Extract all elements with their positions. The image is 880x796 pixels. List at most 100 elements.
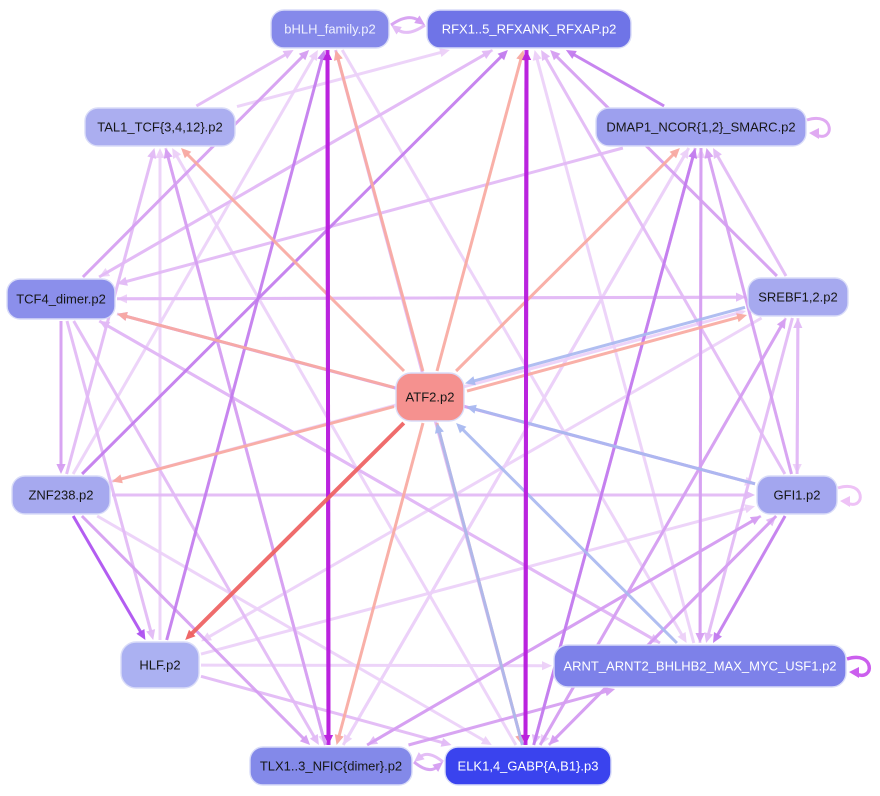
arrowhead-tlx-tal1 [163,148,173,159]
arrowhead-rfx-bhlh [391,25,402,35]
arrowhead-tal1-bhlh [282,50,294,59]
edge-bhlh-tlx[interactable] [325,49,331,738]
edge-tlx-tal1[interactable] [166,155,327,746]
edge-atf2-tlx[interactable] [337,422,425,738]
edge-rfx-bhlh[interactable] [396,23,426,34]
edge-dmap1-tcf4[interactable] [124,146,624,284]
edge-dmap1-arnt[interactable] [698,147,703,636]
edge-znf238-hlf[interactable] [71,515,143,634]
node-shape-srebf[interactable] [747,277,849,317]
edge-gfi1-dmap1[interactable] [707,155,793,475]
node-dmap1[interactable]: DMAP1_NCOR{1,2}_SMARC.p2 [595,107,807,147]
node-layer: bHLH_family.p2 RFX1..5_RFXANK_RFXAP.p2TAL… [6,9,849,786]
edge-gfi1-elk[interactable] [553,514,778,741]
node-tcf4[interactable]: TCF4_dimer.p2 [6,278,116,320]
node-znf238[interactable]: ZNF238.p2 [11,475,111,515]
edge-gfi1-srebf[interactable] [795,325,800,475]
edge-atf2-znf238[interactable] [119,405,395,481]
edge-tcf4-srebf[interactable] [116,295,739,301]
edge-tcf4-bhlh[interactable] [81,54,305,279]
node-shape-tcf4[interactable] [6,278,116,320]
edge-atf2-tcf4[interactable] [124,314,395,389]
self-loop-dmap1[interactable] [806,116,831,138]
edge-gfi1-arnt[interactable] [715,515,787,637]
edge-atf2-bhlh[interactable] [336,57,425,372]
arrowhead-arnt-rfx [532,50,542,61]
edge-atf2-srebf[interactable] [466,315,740,393]
node-shape-znf238[interactable] [11,475,111,515]
edge-bhlh-rfx[interactable] [390,16,420,27]
edge-dmap1-tlx[interactable] [345,147,691,739]
edge-srebf-hlf[interactable] [207,316,763,639]
edge-tal1-bhlh[interactable] [195,52,288,108]
node-tal1[interactable]: TAL1_TCF{3,4,12}.p2 [84,107,236,147]
node-shape-gfi1[interactable] [756,475,838,515]
node-atf2[interactable]: ATF2.p2 [395,372,465,422]
edge-tcf4-hlf[interactable] [65,320,153,633]
node-arnt[interactable]: ARNT_ARNT2_BHLHB2_MAX_MYC_USF1.p2 [553,644,847,688]
edge-atf2-dmap1[interactable] [455,152,676,373]
self-loop-arnt[interactable] [846,655,871,678]
node-gfi1[interactable]: GFI1.p2 [756,475,838,515]
node-elk[interactable]: ELK1,4_GABP{A,B1}.p3 [444,746,612,786]
edge-hlf-elk[interactable] [200,674,445,745]
self-loop-gfi1[interactable] [837,484,862,506]
arrowhead-znf238-elk [480,736,492,745]
arrowhead-gfi1-srebf [793,318,803,328]
node-shape-dmap1[interactable] [595,107,807,147]
self-loop-arrowhead-gfi1 [840,496,850,507]
arrowhead-atf2-hlf [185,629,196,640]
edge-dmap1-rfx[interactable] [572,52,665,108]
edge-tal1-rfx[interactable] [236,50,443,109]
edge-atf2-rfx[interactable] [435,57,523,372]
edge-tlx-gfi1[interactable] [366,518,755,747]
node-srebf[interactable]: SREBF1,2.p2 [747,277,849,317]
arrowhead-gfi1-dmap1 [704,148,714,159]
node-shape-arnt[interactable] [553,644,847,688]
arrowhead-atf2-bhlh [333,50,343,61]
node-shape-elk[interactable] [444,746,612,786]
edge-srebf-arnt[interactable] [706,317,794,636]
edge-znf238-elk[interactable] [96,514,486,743]
node-shape-tlx[interactable] [249,746,413,786]
arrowhead-srebf-rfx [550,50,561,61]
arrowhead-bhlh-arnt [677,632,687,643]
arrowhead-znf238-bhlh [308,50,318,61]
node-shape-bhlh[interactable] [270,9,390,49]
arrowhead-srebf-dmap1 [713,148,722,159]
edge-tlx-arnt[interactable] [408,689,608,747]
node-bhlh[interactable]: bHLH_family.p2 [270,9,390,49]
node-shape-atf2[interactable] [395,372,465,422]
edge-atf2-tal1[interactable] [185,152,406,373]
arrowhead-tcf4-rfx [481,50,493,59]
edge-gfi1-atf2[interactable] [473,407,756,486]
arrowhead-bhlh-rfx [414,15,425,25]
edge-srebf-dmap1[interactable] [715,154,788,277]
node-shape-tal1[interactable] [84,107,236,147]
arrowhead-atf2-tcf4 [117,312,128,321]
arrowhead-srebf-atf2 [465,376,476,386]
edge-elk-atf2[interactable] [437,430,524,746]
node-tlx[interactable]: TLX1..3_NFIC{dimer}.p2 [249,746,413,786]
edge-znf238-rfx[interactable] [81,54,504,476]
edge-srebf-atf2[interactable] [472,305,746,383]
node-hlf[interactable]: HLF.p2 [120,641,200,689]
arrowhead-bhlh-tlx [323,735,334,745]
edge-arnt-atf2[interactable] [460,427,678,645]
edge-tcf4-arnt[interactable] [98,319,654,641]
edge-hlf-arnt[interactable] [200,663,545,668]
edge-tcf4-tlx[interactable] [72,320,317,739]
edge-znf238-bhlh[interactable] [71,56,316,475]
arrowhead-atf2-tlx [334,734,344,745]
edge-znf238-tlx[interactable] [80,514,306,741]
edge-srebf-rfx[interactable] [554,54,778,278]
arrowhead-dmap1-tcf4 [117,276,128,286]
edge-rfx-elk[interactable] [523,49,529,738]
arrowhead-tcf4-hlf [146,629,156,640]
node-shape-hlf[interactable] [120,641,200,689]
edge-bhlh-arnt[interactable] [340,49,684,637]
node-rfx[interactable]: RFX1..5_RFXANK_RFXAP.p2 [426,9,632,49]
edge-atf2-hlf[interactable] [189,421,406,636]
node-shape-rfx[interactable] [426,9,632,49]
